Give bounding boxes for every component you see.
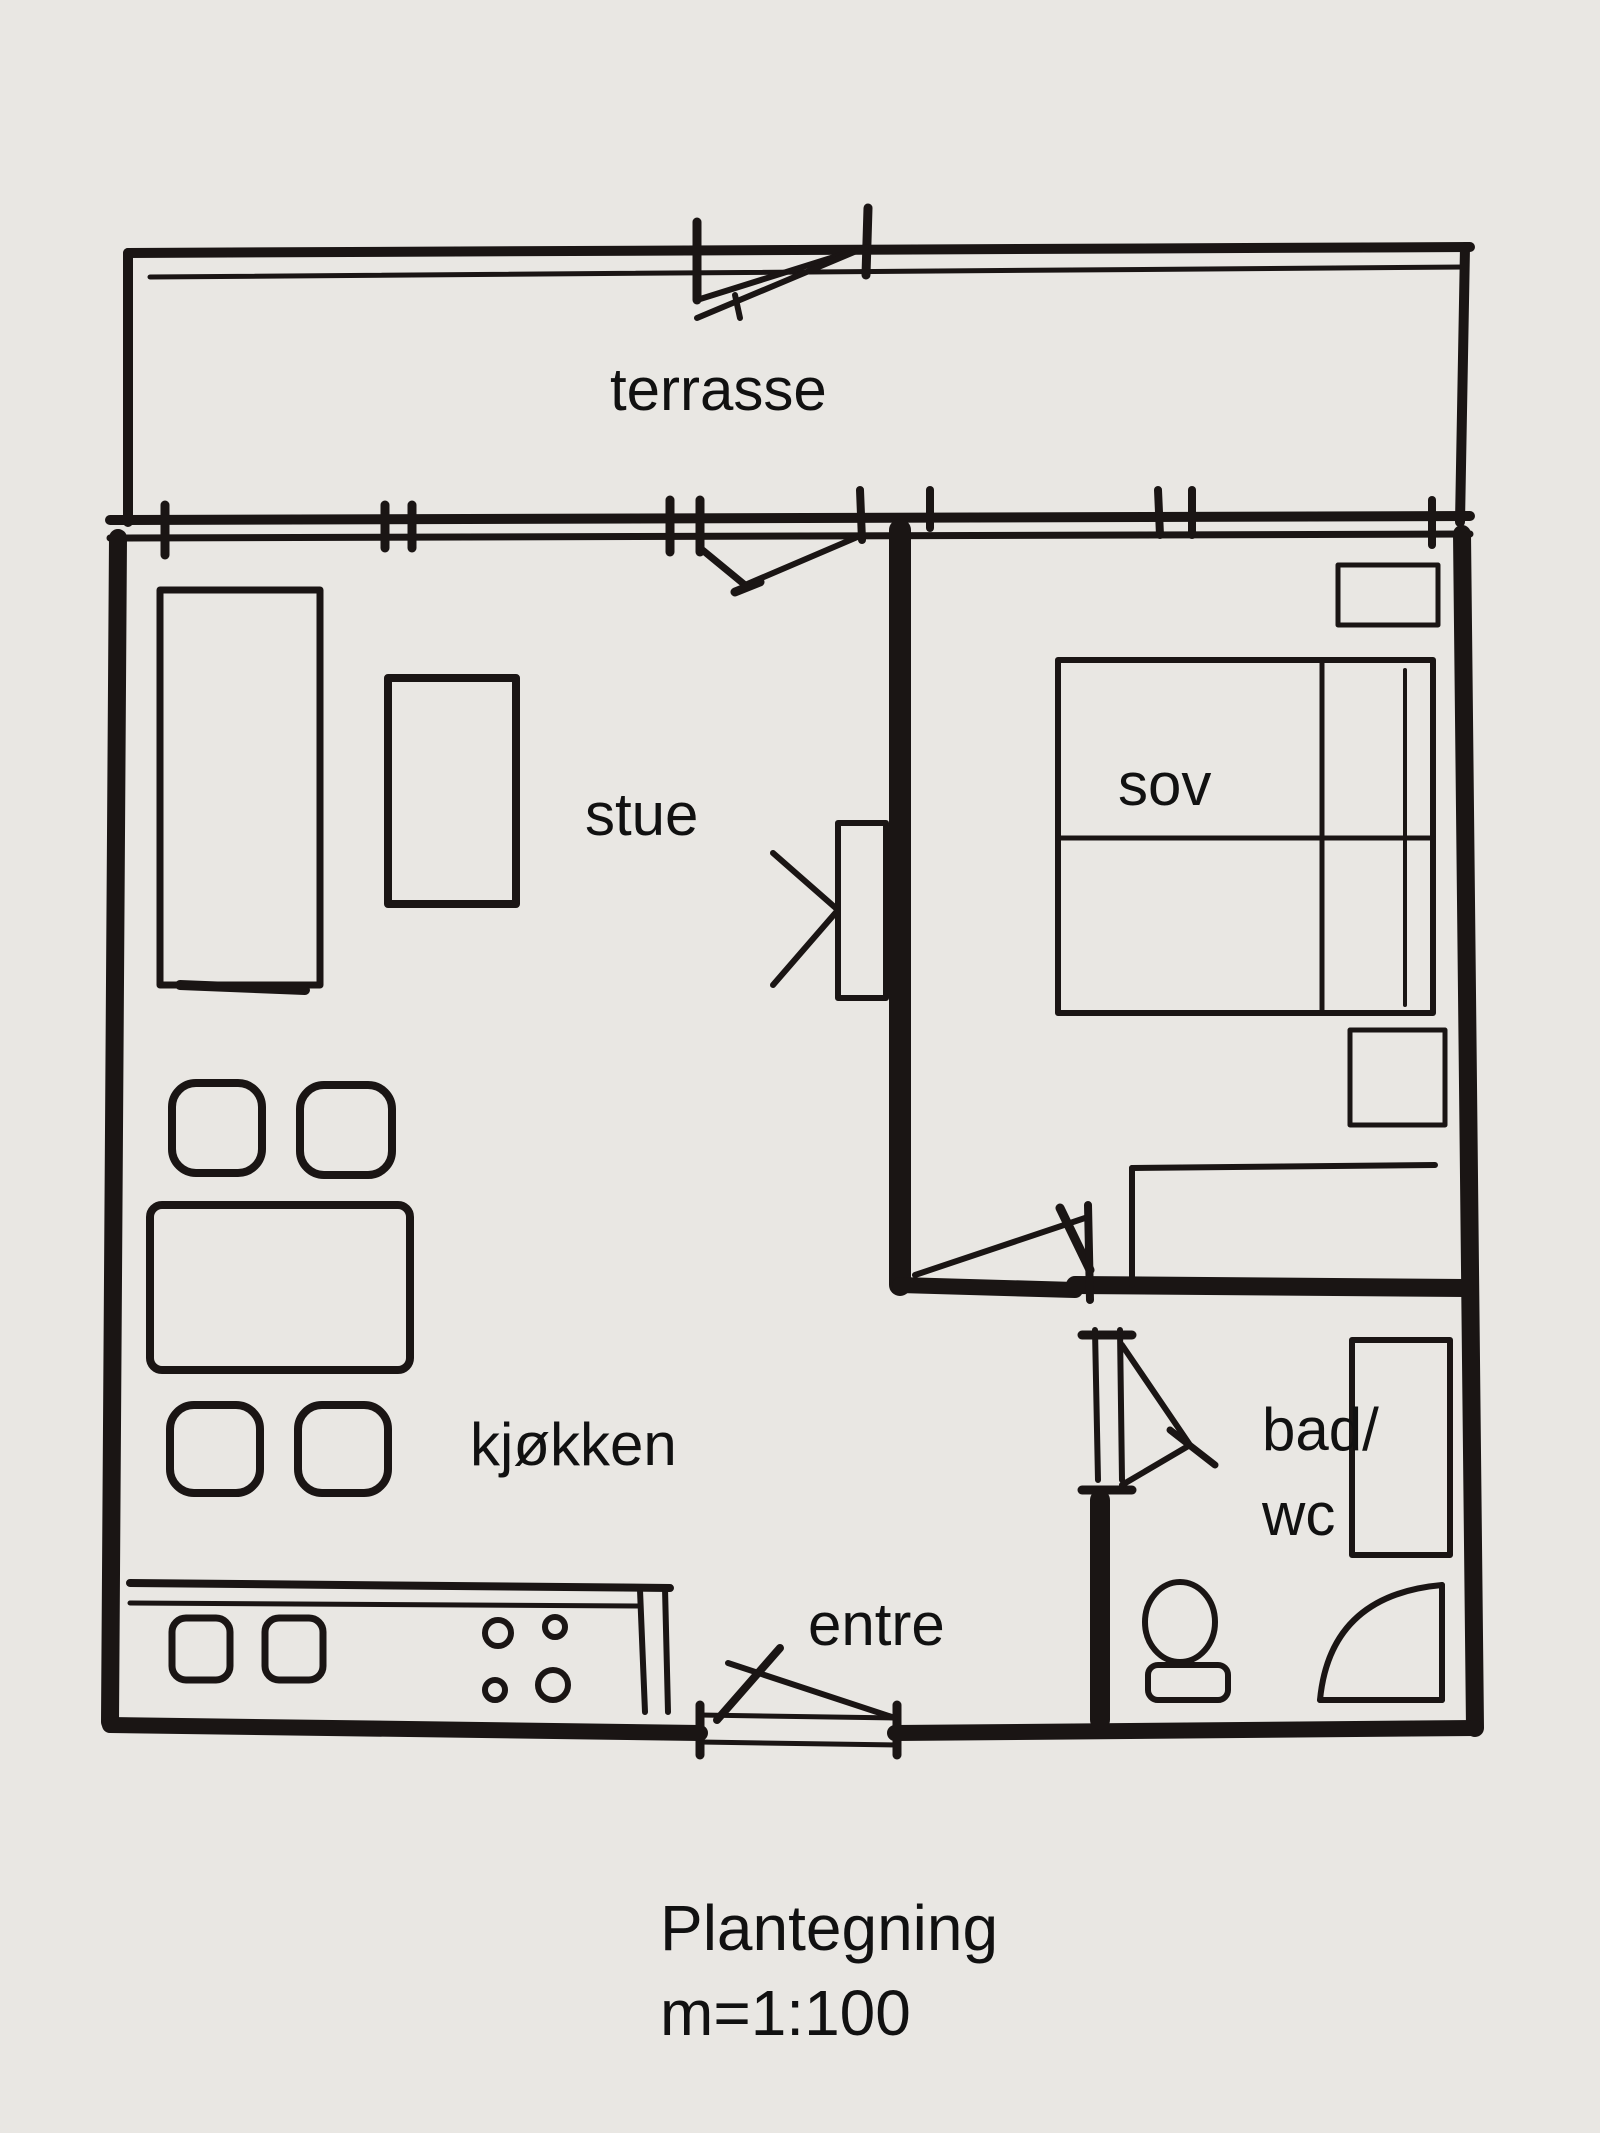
bedroom-wardrobe xyxy=(1129,1162,1438,1288)
stove-burner xyxy=(542,1614,568,1640)
stove-burner xyxy=(482,1677,508,1703)
bed xyxy=(1055,657,1436,1016)
room-label-wc: wc xyxy=(1261,1481,1335,1548)
sink-basin xyxy=(168,1614,234,1684)
bedroom-door xyxy=(912,1201,1095,1304)
terrace-outline xyxy=(123,242,1475,527)
nightstand xyxy=(1335,562,1441,628)
bedroom-wall xyxy=(889,519,1474,1298)
plan-title: Plantegning xyxy=(660,1892,998,1964)
dining-chair xyxy=(294,1401,392,1497)
shower xyxy=(1317,1582,1445,1703)
bathroom-wall xyxy=(1077,1327,1137,1730)
kitchen-counter xyxy=(126,1579,674,1715)
stove-burner xyxy=(535,1667,571,1703)
room-label-sov: sov xyxy=(1118,751,1211,818)
toilet xyxy=(1142,1579,1231,1703)
outer-walls xyxy=(101,525,1484,1760)
nightstand xyxy=(1347,1027,1448,1128)
stue-terrace-door xyxy=(696,532,865,597)
dining-chair xyxy=(166,1401,264,1497)
sink-basin xyxy=(261,1614,327,1684)
entrance-door xyxy=(713,1644,898,1724)
room-label-entre: entre xyxy=(808,1591,945,1658)
bathroom-door xyxy=(1119,1342,1219,1488)
stue-cabinet xyxy=(770,820,889,1001)
terrace-door xyxy=(692,203,873,321)
dining-chair xyxy=(296,1081,396,1179)
room-label-kjokken: kjøkken xyxy=(470,1411,677,1478)
coffee-table xyxy=(384,674,520,908)
dining-table xyxy=(146,1201,414,1374)
plan-scale: m=1:100 xyxy=(660,1977,911,2049)
room-label-bad: bad/ xyxy=(1262,1396,1379,1463)
stove-burner xyxy=(482,1617,514,1649)
room-label-terrasse: terrasse xyxy=(610,356,827,423)
bathroom-cabinet xyxy=(1349,1337,1453,1558)
dining-chair xyxy=(168,1079,266,1177)
room-label-stue: stue xyxy=(585,781,698,848)
terrace-wall xyxy=(105,486,1475,560)
